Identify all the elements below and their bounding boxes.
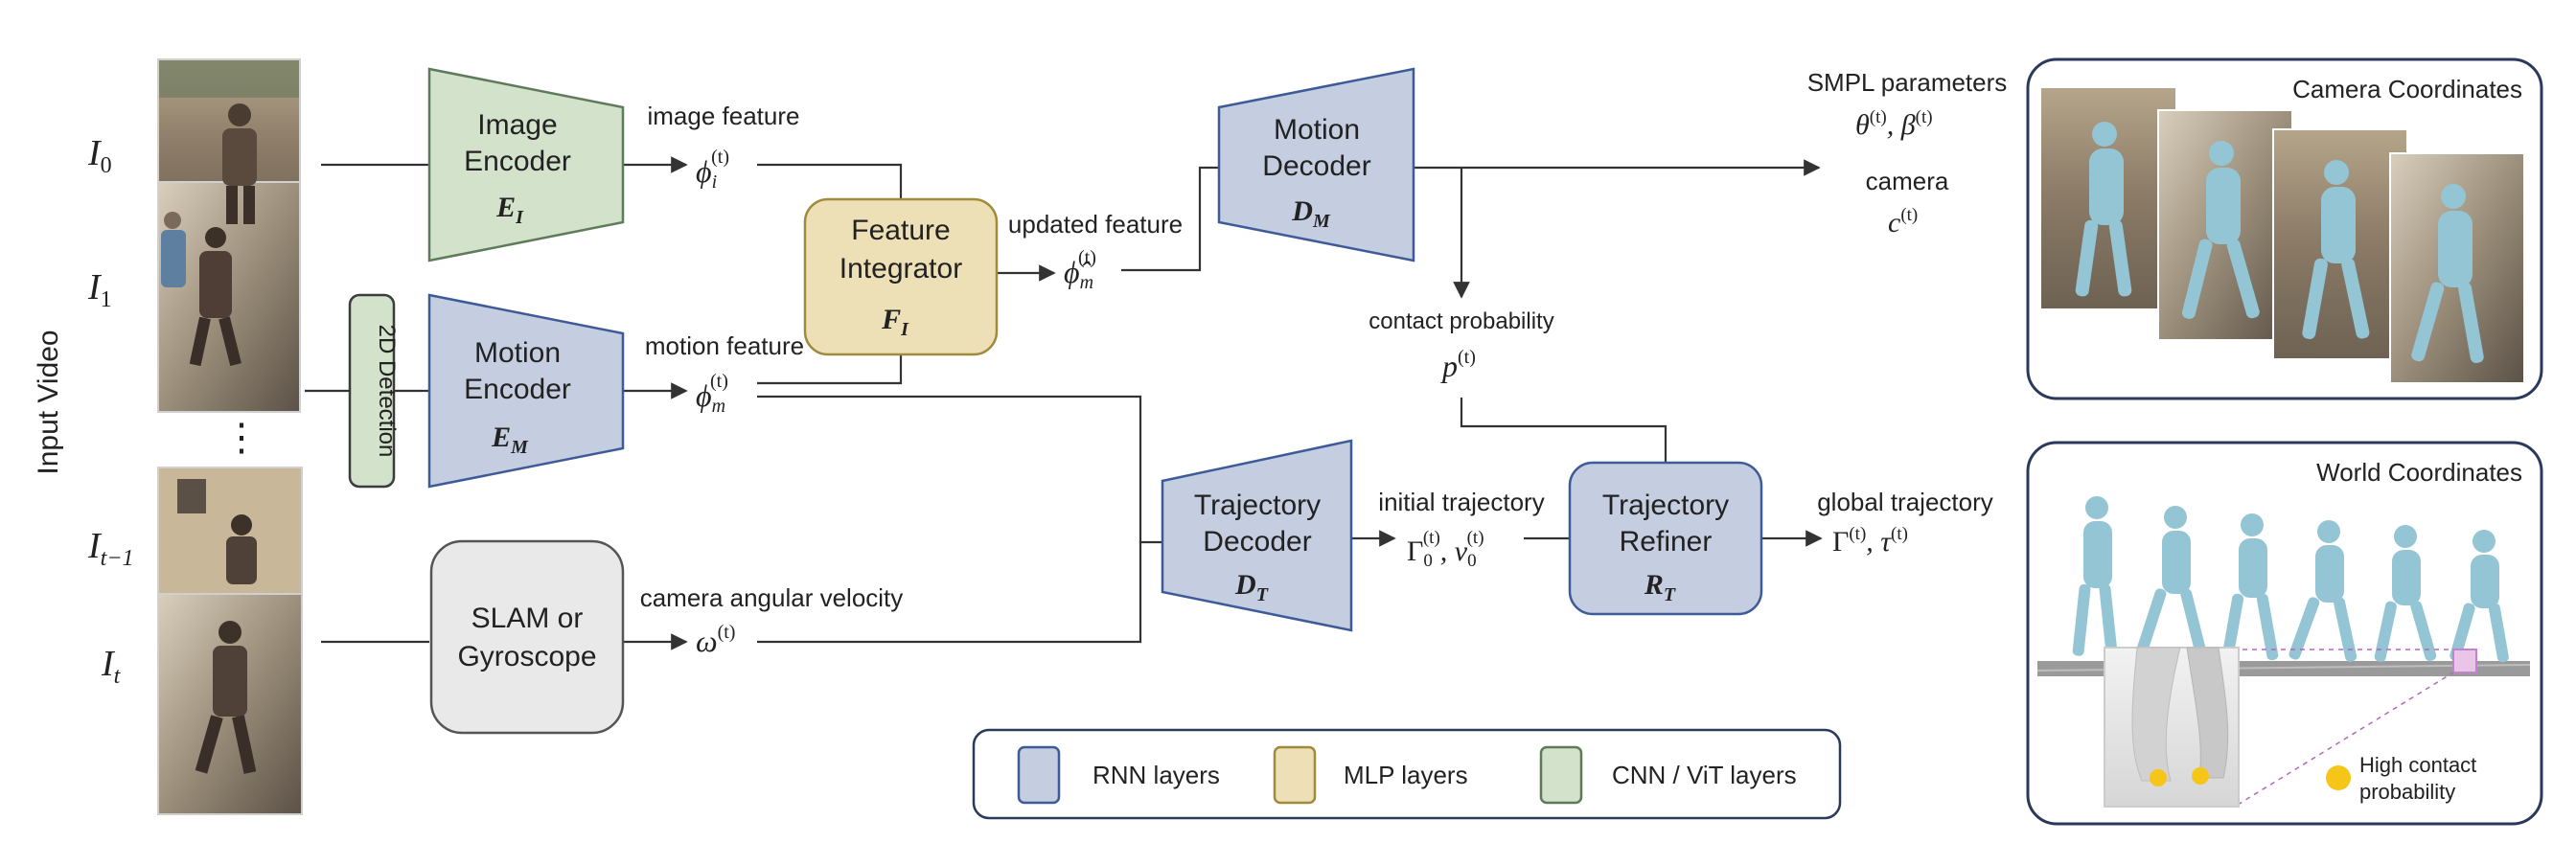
svg-text:MLP layers: MLP layers — [1344, 761, 1468, 789]
slam-gyroscope-block: SLAM or Gyroscope — [429, 539, 625, 735]
angular-velocity-signal: camera angular velocity ω(t) — [640, 583, 904, 658]
frame-label-i0: I0 — [87, 133, 112, 178]
svg-text:RNN layers: RNN layers — [1092, 761, 1220, 789]
svg-text:ϕm(t): ϕm(t) — [696, 371, 728, 417]
svg-text:SMPL parameters: SMPL parameters — [1807, 68, 2008, 97]
svg-text:Gyroscope: Gyroscope — [457, 641, 596, 672]
trajectory-decoder-block: Trajectory Decoder DT — [1161, 439, 1353, 632]
svg-text:θ(t), β(t): θ(t), β(t) — [1855, 107, 1933, 141]
2d-detection-module: 2D Detection — [348, 293, 400, 489]
frame-label-it: It — [101, 644, 122, 689]
svg-text:p(t): p(t) — [1440, 347, 1476, 383]
image-feature-signal: image feature ϕi(t) — [648, 102, 800, 193]
svg-text:Image: Image — [477, 109, 557, 141]
svg-text:Encoder: Encoder — [464, 374, 571, 405]
legend-item-mlp: MLP layers — [1273, 745, 1468, 805]
motion-feature-signal: motion feature ϕm(t) — [645, 331, 804, 417]
camera-view-frames — [2041, 88, 2525, 384]
world-coordinates-title: World Coordinates — [2316, 458, 2522, 487]
video-frame-stack-top — [157, 58, 301, 413]
svg-text:global trajectory: global trajectory — [1817, 488, 1993, 516]
camera-output: camera c(t) — [1866, 167, 1949, 239]
legend-item-cnn-vit: CNN / ViT layers — [1539, 745, 1797, 805]
svg-text:Motion: Motion — [474, 337, 561, 369]
smpl-parameters-output: SMPL parameters θ(t), β(t) — [1807, 68, 2008, 141]
high-contact-dot-icon — [2326, 765, 2351, 790]
svg-text:camera: camera — [1866, 167, 1949, 195]
svg-text:ϕ̂m(t): ϕ̂m(t) — [1064, 247, 1096, 293]
layer-legend: RNN layers MLP layers CNN / ViT layers — [972, 728, 1842, 820]
svg-text:Trajectory: Trajectory — [1602, 490, 1729, 521]
trajectory-refiner-block: Trajectory Refiner RT — [1568, 461, 1763, 616]
svg-text:FI: FI — [881, 304, 909, 340]
frame-label-it-minus-1: It−1 — [87, 526, 134, 571]
svg-text:ϕi(t): ϕi(t) — [696, 147, 729, 193]
legend-item-rnn: RNN layers — [1017, 745, 1220, 805]
svg-text:It: It — [101, 644, 122, 689]
svg-text:Γ(t), τ(t): Γ(t), τ(t) — [1832, 524, 1908, 558]
svg-text:c(t): c(t) — [1888, 205, 1918, 239]
svg-text:image feature: image feature — [648, 102, 800, 130]
svg-text:Refiner: Refiner — [1620, 526, 1713, 558]
foot-contact-inset — [2104, 647, 2240, 808]
svg-text:SLAM or: SLAM or — [472, 603, 584, 634]
svg-text:motion feature: motion feature — [645, 331, 804, 360]
motion-encoder-block: Motion Encoder EM — [427, 293, 625, 489]
svg-text:I1: I1 — [87, 267, 112, 312]
contact-highlight-box — [2452, 649, 2477, 673]
svg-text:Trajectory: Trajectory — [1194, 490, 1321, 521]
svg-text:updated feature: updated feature — [1008, 210, 1183, 239]
svg-text:camera angular velocity: camera angular velocity — [640, 583, 904, 612]
svg-text:Integrator: Integrator — [840, 253, 962, 285]
high-contact-label-line1: High contact — [2359, 753, 2476, 777]
svg-text:contact probability: contact probability — [1368, 308, 1553, 334]
video-frame-stack-bottom — [157, 467, 303, 815]
svg-text:Decoder: Decoder — [1262, 150, 1370, 182]
svg-text:ω(t): ω(t) — [696, 622, 735, 658]
feature-integrator-block: Feature Integrator FI — [803, 197, 999, 356]
svg-text:DT: DT — [1234, 569, 1269, 605]
motion-decoder-block: Motion Decoder DM — [1217, 67, 1415, 262]
frame-label-i1: I1 — [87, 267, 112, 312]
updated-feature-signal: updated feature ϕ̂m(t) — [1008, 210, 1183, 293]
svg-text:I0: I0 — [87, 133, 112, 178]
svg-text:Feature: Feature — [851, 215, 950, 246]
high-contact-label-line2: probability — [2359, 780, 2455, 804]
initial-trajectory-signal: initial trajectory Γ0(t), v0(t) — [1378, 488, 1544, 571]
svg-text:Γ0(t), v0(t): Γ0(t), v0(t) — [1407, 528, 1484, 571]
global-trajectory-signal: global trajectory Γ(t), τ(t) — [1817, 488, 1993, 558]
input-video-label: Input Video — [33, 330, 64, 474]
svg-text:DM: DM — [1291, 195, 1331, 232]
frame-ellipsis: ⋮ — [222, 417, 261, 459]
svg-text:CNN / ViT layers: CNN / ViT layers — [1612, 761, 1797, 789]
image-encoder-block: Image Encoder EI — [427, 67, 625, 262]
connections — [305, 156, 1823, 650]
svg-text:EI: EI — [495, 192, 524, 228]
svg-text:initial trajectory: initial trajectory — [1378, 488, 1544, 516]
svg-text:Decoder: Decoder — [1203, 526, 1311, 558]
svg-text:RT: RT — [1644, 569, 1676, 605]
camera-coordinates-panel: Camera Coordinates — [2026, 57, 2543, 400]
svg-text:EM: EM — [491, 422, 529, 458]
world-coordinates-panel: World Coordinates — [2026, 441, 2543, 826]
camera-coordinates-title: Camera Coordinates — [2292, 75, 2522, 103]
svg-text:It−1: It−1 — [87, 526, 134, 571]
contact-probability-signal: contact probability p(t) — [1368, 308, 1553, 383]
svg-text:Encoder: Encoder — [464, 146, 571, 177]
world-walking-meshes — [2072, 496, 2509, 663]
svg-text:Motion: Motion — [1274, 114, 1360, 146]
